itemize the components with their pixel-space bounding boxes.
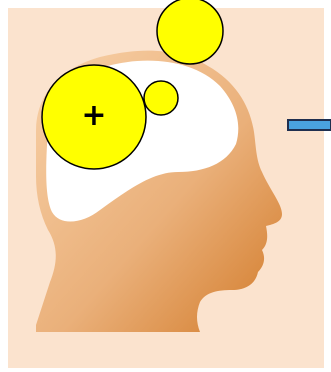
arrow-icon (288, 120, 331, 130)
thought-bubble-icon (157, 0, 223, 64)
plus-symbol: + (76, 96, 112, 136)
thought-bubble-icon (144, 81, 178, 115)
